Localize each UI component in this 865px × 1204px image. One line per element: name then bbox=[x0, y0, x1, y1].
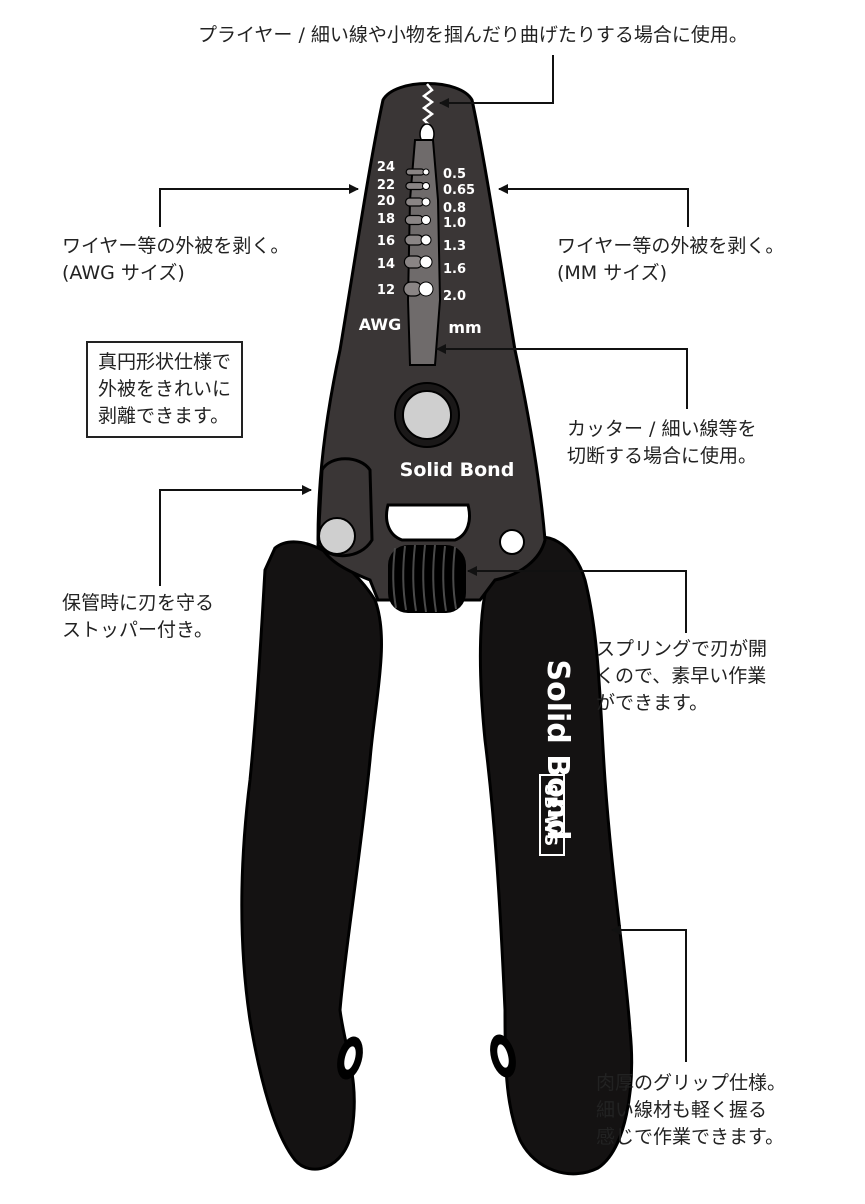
mm-tick-label: 1.6 bbox=[443, 262, 466, 277]
pivot-bolt bbox=[402, 390, 452, 440]
left-grip bbox=[240, 540, 383, 1171]
serrated-tip bbox=[421, 83, 435, 127]
strip-hole bbox=[420, 234, 432, 246]
mm-scale: 0.50.65 0.81.0 1.3 1.6 2.0 bbox=[443, 167, 475, 304]
mm-tick-label: 0.5 bbox=[443, 167, 466, 182]
awg-tick-label: 16 bbox=[377, 234, 395, 249]
awg-tick-label: 14 bbox=[377, 257, 395, 272]
cutter-channel bbox=[406, 139, 442, 366]
strip-notch bbox=[405, 168, 425, 176]
strip-hole bbox=[419, 255, 433, 269]
awg-label: AWG bbox=[359, 315, 401, 334]
strip-hole bbox=[421, 215, 431, 225]
awg-tick-label: 20 bbox=[377, 194, 395, 209]
stopper-pin bbox=[318, 517, 356, 555]
callout-mm-stripping: ワイヤー等の外被を剥く。 (MM サイズ) bbox=[557, 235, 785, 284]
strip-notch bbox=[405, 197, 425, 207]
stripping-holes bbox=[403, 168, 434, 297]
head-brand: Solid Bond bbox=[400, 459, 515, 481]
mm-tick-label: 1.3 bbox=[443, 239, 466, 254]
right-grip-hole bbox=[490, 1034, 516, 1078]
side-pin bbox=[499, 529, 525, 555]
callout-cutter: カッター / 細い線等を 切断する場合に使用。 bbox=[567, 418, 758, 467]
mm-label: mm bbox=[448, 318, 481, 337]
strip-hole bbox=[421, 197, 431, 207]
callout-awg-stripping: ワイヤー等の外被を剥く。 (AWG サイズ) bbox=[62, 235, 290, 284]
strip-hole bbox=[422, 168, 430, 176]
model-badge bbox=[539, 774, 565, 856]
strip-hole bbox=[418, 281, 434, 297]
spring-coil bbox=[388, 544, 466, 613]
callout-pliers: プライヤー / 細い線や小物を掴んだり曲げたりする場合に使用。 bbox=[198, 24, 748, 46]
callout-spring: スプリングで刃が開 くので、素早い作業 ができます。 bbox=[596, 638, 768, 714]
strip-notch bbox=[404, 234, 424, 246]
awg-tick-label: 18 bbox=[377, 212, 395, 227]
model-number: SB-WS bbox=[540, 784, 560, 847]
strip-notch bbox=[404, 214, 424, 226]
left-grip-hole bbox=[337, 1036, 363, 1080]
callout-grip: 肉厚のグリップ仕様。 細い線材も軽く握る 感じで作業できます。 bbox=[596, 1072, 787, 1148]
callout-stopper: 保管時に刃を守る ストッパー付き。 bbox=[62, 592, 215, 641]
mm-tick-label: 2.0 bbox=[443, 289, 466, 304]
awg-tick-label: 22 bbox=[377, 178, 395, 193]
mm-tick-label: 1.0 bbox=[443, 216, 466, 231]
center-slot bbox=[385, 503, 471, 542]
awg-tick-label: 12 bbox=[377, 283, 395, 298]
awg-tick-label: 24 bbox=[377, 160, 395, 175]
mm-tick-label: 0.65 bbox=[443, 183, 475, 198]
mm-tick-label: 0.8 bbox=[443, 201, 466, 216]
strip-hole bbox=[422, 182, 430, 190]
handle-brand: Solid Bond bbox=[540, 659, 575, 840]
leader-lines bbox=[159, 55, 689, 1062]
callout-round-spec: 真円形状仕様で 外被をきれいに 剥離できます。 bbox=[86, 341, 244, 438]
strip-notch bbox=[405, 181, 425, 191]
